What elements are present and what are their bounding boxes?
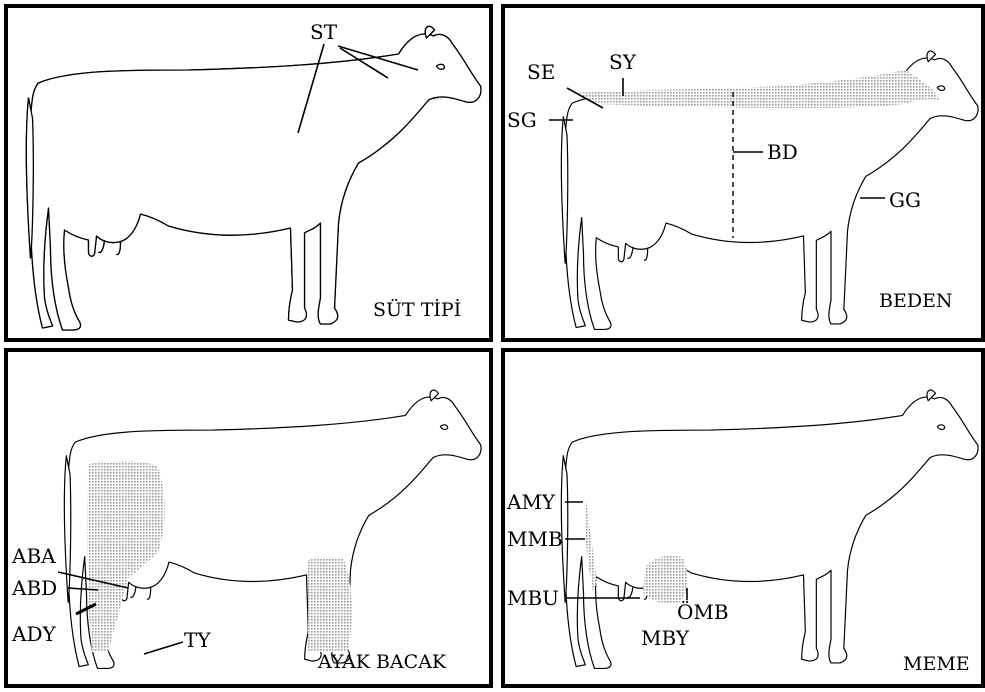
cow-figure (505, 352, 981, 684)
panel-sut-tipi: ST SÜT TİPİ (4, 4, 493, 342)
label-gg: GG (889, 190, 921, 210)
panel-title: AYAK BACAK (318, 652, 446, 672)
panel-beden: SE SY SG BD GG BEDEN (501, 4, 985, 342)
panel-title: SÜT TİPİ (373, 300, 461, 320)
label-mmb: MMB (507, 529, 563, 549)
label-st: ST (310, 22, 337, 42)
label-sy: SY (609, 52, 636, 72)
label-aba: ABA (12, 546, 56, 566)
label-mby: MBY (641, 628, 689, 648)
panel-meme: AMY MMB MBU ÖMB MBY MEME (501, 348, 985, 688)
cow-figure (8, 352, 489, 684)
label-bd: BD (767, 142, 798, 162)
label-abd: ABD (12, 578, 57, 598)
label-se: SE (527, 62, 555, 82)
label-ady: ADY (12, 624, 56, 644)
cow-figure (8, 8, 489, 338)
panel-title: MEME (903, 654, 970, 674)
panel-ayak-bacak: ABA ABD ADY TY AYAK BACAK (4, 348, 493, 688)
cow-figure (505, 8, 981, 338)
label-sg: SG (507, 110, 537, 130)
label-amy: AMY (507, 492, 555, 512)
label-mbu: MBU (507, 588, 559, 608)
label-omb: ÖMB (677, 602, 729, 622)
panel-title: BEDEN (879, 291, 953, 311)
label-ty: TY (184, 630, 211, 650)
